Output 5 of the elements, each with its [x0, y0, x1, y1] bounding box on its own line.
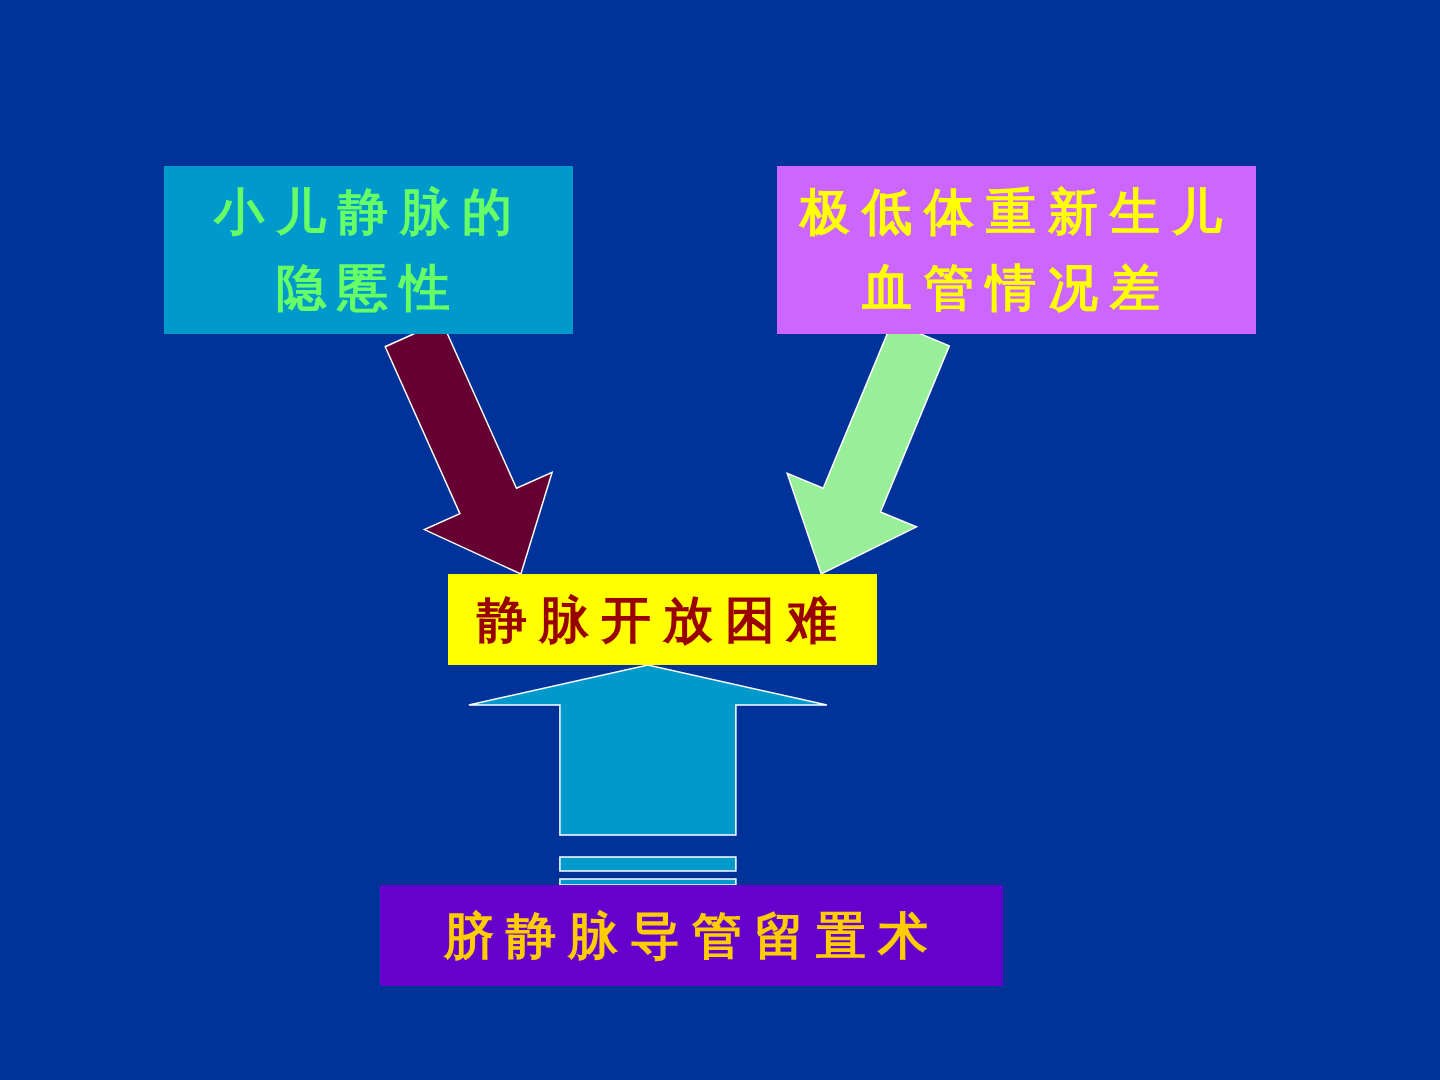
text-box: 脐静脉导管留置术 — [380, 885, 1003, 986]
text-box: 静脉开放困难 — [448, 574, 877, 665]
text-box: 小儿静脉的隐慝性 — [164, 166, 573, 334]
text-box: 极低体重新生儿血管情况差 — [777, 166, 1256, 334]
block-arrow — [468, 664, 828, 886]
